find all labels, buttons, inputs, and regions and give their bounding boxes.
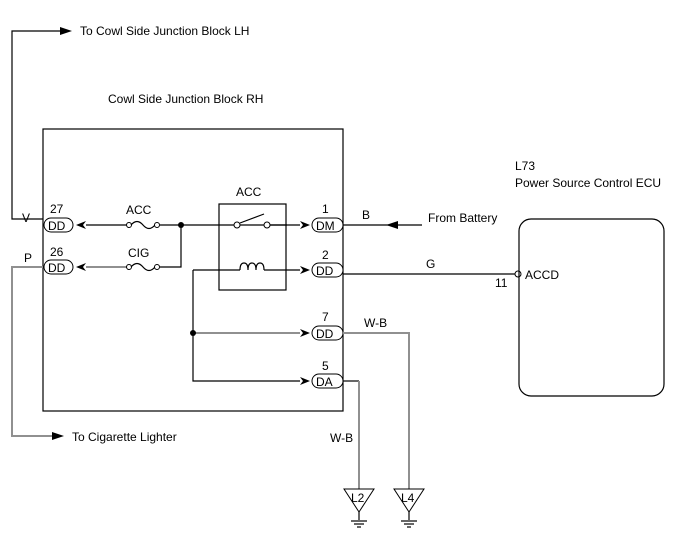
wire-color-g: G — [426, 257, 435, 271]
fuse-terminal — [154, 264, 160, 270]
switch-contact — [263, 221, 271, 229]
ecu-pin-name: ACCD — [525, 268, 559, 282]
ecu-pin-number: 11 — [495, 276, 508, 290]
wire-p — [11, 266, 58, 437]
connector-2-pin: 2 — [322, 248, 329, 262]
ecu-name: Power Source Control ECU — [515, 176, 661, 190]
connector-terminal-icon — [300, 377, 310, 385]
connector-26-pin: 26 — [50, 245, 64, 259]
ground-l4-label: L4 — [401, 491, 415, 505]
arrow-left-icon — [386, 221, 398, 229]
wire-color-wb2: W-B — [330, 431, 353, 445]
connector-27 — [43, 217, 74, 233]
connector-27-code: DD — [48, 219, 66, 233]
switch-contact — [233, 221, 241, 229]
ecu-code: L73 — [515, 159, 535, 173]
relay-coil-icon — [239, 262, 265, 271]
wire-color-wb1: W-B — [364, 316, 387, 330]
connector-7-pin: 7 — [322, 310, 329, 324]
fuse-terminal — [154, 222, 160, 228]
connector-2-code: DD — [316, 264, 334, 278]
connector-terminal-icon — [76, 221, 86, 229]
connector-7-code: DD — [316, 327, 334, 341]
connector-terminal-icon — [300, 266, 310, 274]
wire-wb-l4 — [343, 332, 410, 490]
connector-5-pin: 5 — [322, 359, 329, 373]
connector-terminal-icon — [300, 329, 310, 337]
connector-27-pin: 27 — [50, 202, 64, 216]
wire-color-p: P — [24, 251, 32, 265]
fuse-terminal — [126, 222, 132, 228]
arrow-right-icon — [52, 432, 64, 440]
wire-color-b: B — [362, 208, 370, 222]
to-cig-label: To Cigarette Lighter — [72, 430, 177, 444]
wire-v — [11, 30, 62, 220]
from-battery-label: From Battery — [428, 211, 497, 225]
connector-26-code: DD — [48, 261, 66, 275]
connector-5-code: DA — [316, 375, 333, 389]
connector-1-pin: 1 — [322, 202, 329, 216]
ground-point-l2-icon — [343, 488, 375, 513]
relay-label: ACC — [236, 185, 262, 199]
junction-dot — [190, 330, 196, 336]
wire — [192, 270, 300, 382]
fuse-terminal — [126, 264, 132, 270]
wire — [160, 225, 182, 268]
fuse-acc-label: ACC — [126, 203, 152, 217]
fuse-cig-icon — [130, 262, 156, 272]
connector-terminal-icon — [76, 263, 86, 271]
connector-26 — [43, 259, 74, 275]
switch-blade — [239, 213, 265, 224]
wire-color-v: V — [22, 211, 30, 225]
ecu-pin-terminal — [514, 270, 522, 278]
fuse-cig-label: CIG — [128, 246, 149, 260]
fuse-acc-icon — [130, 220, 156, 230]
connector-terminal-icon — [300, 221, 310, 229]
connector-2 — [311, 262, 344, 278]
ground-l2-label: L2 — [351, 491, 365, 505]
acc-relay-box — [218, 203, 287, 291]
to-lh-label: To Cowl Side Junction Block LH — [80, 24, 249, 38]
arrow-right-icon — [60, 27, 72, 35]
ecu-box — [518, 218, 665, 397]
ground-point-l4-icon — [393, 488, 425, 513]
junction-dot — [178, 222, 184, 228]
junction-block-title: Cowl Side Junction Block RH — [108, 92, 263, 106]
connector-1-code: DM — [316, 219, 335, 233]
